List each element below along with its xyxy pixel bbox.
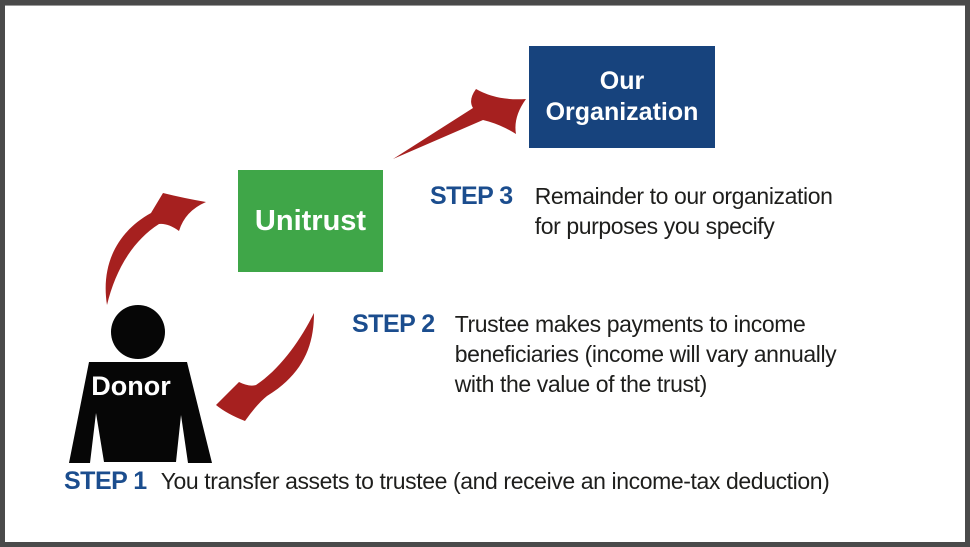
organization-label-line1: Our <box>599 67 645 95</box>
step-1-row: STEP 1 You transfer assets to trustee (a… <box>64 466 830 496</box>
diagram-graphics <box>69 89 526 463</box>
step-3-row: STEP 3 Remainder to our organization for… <box>430 181 833 241</box>
step-2-label: STEP 2 <box>352 310 435 338</box>
step-3-description: Remainder to our organization for purpos… <box>535 181 833 241</box>
organization-node: Our Organization <box>529 46 715 148</box>
step-3-label: STEP 3 <box>430 182 513 210</box>
step-2-line: beneficiaries (income will vary annually <box>454 341 837 367</box>
donor-label: Donor <box>91 371 171 401</box>
unitrust-to-donor-arrow-icon <box>216 313 314 421</box>
step-2-row: STEP 2 Trustee makes payments to income … <box>352 309 837 399</box>
step-1-label: STEP 1 <box>64 467 147 495</box>
step-1-line: You transfer assets to trustee (and rece… <box>160 468 830 494</box>
step-3-line: Remainder to our organization <box>534 183 833 209</box>
unitrust-node: Unitrust <box>238 170 383 272</box>
step-2-line: with the value of the trust) <box>454 371 708 397</box>
organization-label-line2: Organization <box>545 98 699 126</box>
unitrust-label: Unitrust <box>254 204 367 237</box>
unitrust-to-organization-arrow-icon <box>393 89 526 159</box>
donor-to-unitrust-arrow-icon <box>105 193 206 305</box>
step-2-line: Trustee makes payments to income <box>454 311 806 337</box>
step-3-line: for purposes you specify <box>534 213 775 239</box>
step-2-description: Trustee makes payments to income benefic… <box>455 309 837 399</box>
step-1-description: You transfer assets to trustee (and rece… <box>161 466 830 496</box>
